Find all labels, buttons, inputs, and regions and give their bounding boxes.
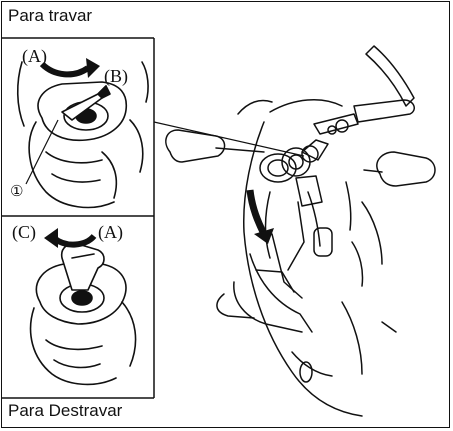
curved-arrow-right-icon — [42, 58, 100, 78]
position-b-label: (B) — [104, 66, 128, 87]
lock-caption: Para travar — [8, 6, 92, 26]
curved-arrow-left-icon — [44, 228, 94, 248]
detail-leader-line — [154, 122, 304, 156]
curved-arrow-down-icon — [250, 190, 274, 244]
unlock-caption: Para Destravar — [8, 401, 122, 421]
position-c-label: (C) — [12, 222, 36, 243]
motorcycle-front-illustration — [166, 46, 435, 416]
ignition-lock-illustration — [18, 62, 148, 207]
ignition-unlock-illustration — [31, 244, 136, 385]
position-a-label-bottom: (A) — [98, 222, 123, 243]
callout-number-1: ① — [10, 182, 23, 200]
position-a-label-top: (A) — [22, 46, 47, 67]
